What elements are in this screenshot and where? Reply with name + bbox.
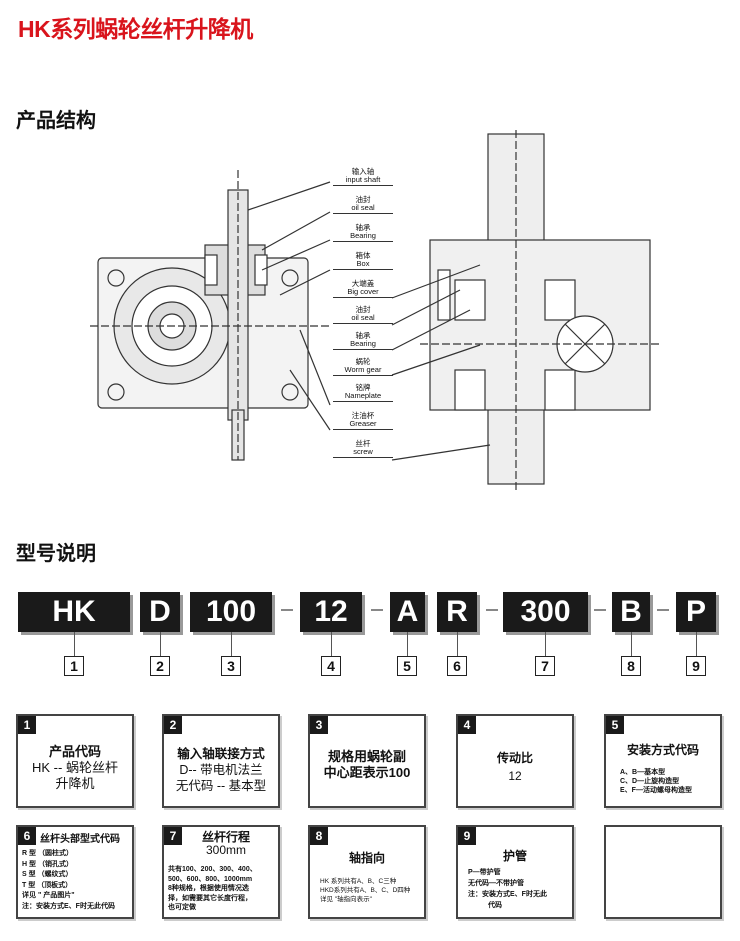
code-hk: HK: [18, 592, 130, 632]
code-number: 3: [221, 656, 241, 676]
info-box-screw-head: 6 丝杆头部型式代码 R 型 （圆柱式）H 型 （销孔式）S 型 （螺纹式）T …: [16, 825, 134, 919]
code-number: 7: [535, 656, 555, 676]
code-r: R: [437, 592, 477, 632]
code-number: 4: [321, 656, 341, 676]
code-number: 1: [64, 656, 84, 676]
code-100: 100: [190, 592, 272, 632]
info-box-spec: 3 规格用蜗轮副中心距表示100: [308, 714, 426, 808]
section-heading-structure: 产品结构: [16, 110, 96, 132]
page-title: HK系列蜗轮丝杆升降机: [18, 16, 253, 42]
code-12: 12: [300, 592, 362, 632]
info-box-empty: [604, 825, 722, 919]
code-number: 5: [397, 656, 417, 676]
code-d: D: [140, 592, 180, 632]
dash: [594, 609, 606, 611]
structure-drawing: [90, 130, 660, 490]
code-number: 6: [447, 656, 467, 676]
code-number: 2: [150, 656, 170, 676]
dash: [486, 609, 498, 611]
dash: [281, 609, 293, 611]
info-box-protective-tube: 9 护管 P—带护管无代码—不带护管注：安装方式E、F时无此代码: [456, 825, 574, 919]
code-300: 300: [503, 592, 588, 632]
code-number: 9: [686, 656, 706, 676]
code-p: P: [676, 592, 716, 632]
dash: [371, 609, 383, 611]
dash: [657, 609, 669, 611]
code-b: B: [612, 592, 650, 632]
code-number: 8: [621, 656, 641, 676]
section-heading-model: 型号说明: [16, 543, 96, 565]
code-a: A: [390, 592, 425, 632]
